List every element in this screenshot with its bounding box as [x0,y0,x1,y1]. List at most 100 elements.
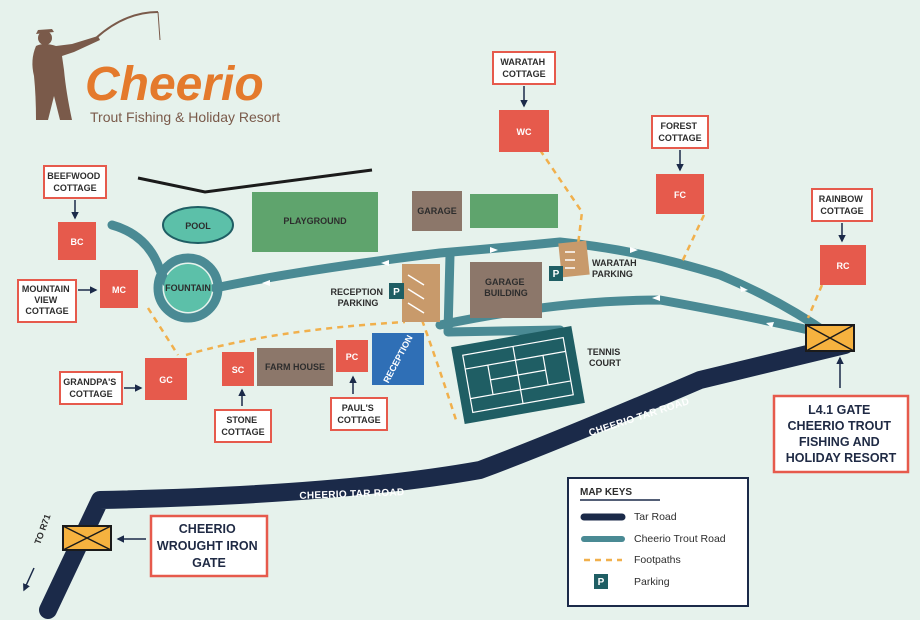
garage-building: GARAGE BUILDING [470,262,542,318]
parking-symbol-reception: P [393,287,400,298]
cottage-sc[interactable]: SC [222,352,254,386]
to-r71: TO R71 [23,513,53,592]
cottage-mc[interactable]: MC [100,270,138,308]
callout-stone-line2: COTTAGE [221,427,264,437]
key-tar-road-label: Tar Road [634,511,677,523]
callout-rainbow-label: RAINBOW COTTAGE [819,194,866,216]
to-r71-label: TO R71 [32,513,52,546]
parking-symbol-waratah: P [553,269,560,280]
wrought-iron-gate: CHEERIO WROUGHT IRON GATE [62,514,269,578]
callout-waratah-label: WARATAH COTTAGE [500,57,547,79]
farm-house: FARM HOUSE [257,348,333,386]
map-keys: MAP KEYS Tar Road Cheerio Trout Road Foo… [567,477,749,607]
callout-mountain-view-line1: MOUNTAIN [22,284,70,294]
farm-house-label: FARM HOUSE [265,362,325,372]
callout-mountain-view-line2: VIEW [34,295,58,305]
callout-rainbow-line1: RAINBOW [819,194,863,204]
footpaths [146,149,824,421]
callout-forest-line2: COTTAGE [658,133,701,143]
brand-tagline: Trout Fishing & Holiday Resort [90,109,280,125]
waratah-parking-label: WARATAH PARKING [592,258,639,279]
cottage-pc-code: PC [346,352,359,362]
callout-waratah: WARATAH COTTAGE [492,51,556,108]
wrought-iron-gate-line2: WROUGHT IRON [157,539,258,553]
reception-parking-label-line1: RECEPTION [330,287,383,297]
cottage-fc[interactable]: FC [656,174,704,214]
green-block [470,194,558,228]
garage-building-label-line2: BUILDING [484,288,528,298]
callout-grandpas: GRANDPA'S COTTAGE [59,371,143,405]
cottage-rc[interactable]: RC [820,245,866,285]
callout-waratah-line2: COTTAGE [502,69,545,79]
playground: PLAYGROUND [252,192,378,252]
callout-stone-label: STONE COTTAGE [221,415,264,437]
main-gate-line3: FISHING AND [799,435,880,449]
callout-beefwood-label: BEEFWOOD COTTAGE [47,171,103,193]
tar-road-label-lower: CHEERIO TAR ROAD [299,487,404,502]
parking-icon [549,266,563,281]
fisherman-logo-icon [32,11,161,120]
key-footpath-label: Footpaths [634,554,681,566]
tennis-court-label-line1: TENNIS [587,347,620,357]
fountain-label: FOUNTAIN [165,283,211,293]
cottage-rc-code: RC [837,261,850,271]
garage: GARAGE [412,191,462,231]
callout-pauls: PAUL'S COTTAGE [330,375,388,431]
key-parking: P Parking [594,574,670,589]
key-trout-road-label: Cheerio Trout Road [634,533,726,545]
arrow-down-icon [23,567,35,592]
cottage-gc[interactable]: GC [145,358,187,400]
waratah-parking-label-line2: PARKING [592,269,633,279]
callout-stone: STONE COTTAGE [214,388,272,443]
tennis-court-label-line2: COURT [589,358,621,368]
main-gate-line1: L4.1 GATE [808,403,870,417]
main-gate-line4: HOLIDAY RESORT [786,451,897,465]
callout-pauls-line1: PAUL'S [342,403,374,413]
cottage-sc-code: SC [232,365,245,375]
cottage-bc-code: BC [71,237,84,247]
callout-beefwood: BEEFWOOD COTTAGE [43,165,107,220]
map-keys-title: MAP KEYS [580,487,632,498]
parking-icon [594,574,608,589]
cottage-bc[interactable]: BC [58,222,96,260]
main-gate-line2: CHEERIO TROUT [788,419,892,433]
cottage-mc-code: MC [112,285,126,295]
callout-mountain-view-line3: COTTAGE [25,306,68,316]
callout-beefwood-line1: BEEFWOOD [47,171,100,181]
waratah-parking-label-line1: WARATAH [592,258,637,268]
brand-logo: Cheerio Trout Fishing & Holiday Resort [32,11,280,125]
reception-parking: P RECEPTION PARKING [330,264,440,322]
garage-building-label-line1: GARAGE [485,277,525,287]
fence-line [137,168,373,194]
callout-beefwood-line2: COTTAGE [53,183,96,193]
callout-forest-line1: FOREST [660,121,697,131]
waratah-parking: P WARATAH PARKING [549,240,639,281]
callout-rainbow: RAINBOW COTTAGE [811,188,873,243]
playground-label: PLAYGROUND [283,216,347,226]
callout-stone-line1: STONE [226,415,257,425]
cottage-pc[interactable]: PC [336,340,368,372]
callout-rainbow-line2: COTTAGE [820,206,863,216]
main-gate-label: L4.1 GATE CHEERIO TROUT FISHING AND HOLI… [786,403,897,465]
cottage-wc[interactable]: WC [499,110,549,152]
pool: POOL [162,206,234,244]
road-direction-arrows [262,247,774,328]
key-footpath: Footpaths [584,554,681,566]
callout-mountain-view: MOUNTAIN VIEW COTTAGE [17,279,98,323]
callout-forest-label: FOREST COTTAGE [658,121,701,143]
key-parking-label: Parking [634,576,670,588]
tennis-court-label: TENNIS COURT [587,347,623,368]
callout-mountain-view-label: MOUNTAIN VIEW COTTAGE [22,284,72,316]
callout-pauls-line2: COTTAGE [337,415,380,425]
key-trout-road: Cheerio Trout Road [581,533,726,545]
cottage-wc-code: WC [517,127,532,137]
pool-label: POOL [185,221,211,231]
cottage-gc-code: GC [159,375,173,385]
key-parking-symbol: P [598,577,605,588]
wrought-iron-gate-line1: CHEERIO [179,522,236,536]
callout-pauls-label: PAUL'S COTTAGE [337,403,380,425]
callout-forest: FOREST COTTAGE [651,115,709,172]
callout-grandpas-line2: COTTAGE [69,389,112,399]
brand-name: Cheerio [85,58,264,111]
